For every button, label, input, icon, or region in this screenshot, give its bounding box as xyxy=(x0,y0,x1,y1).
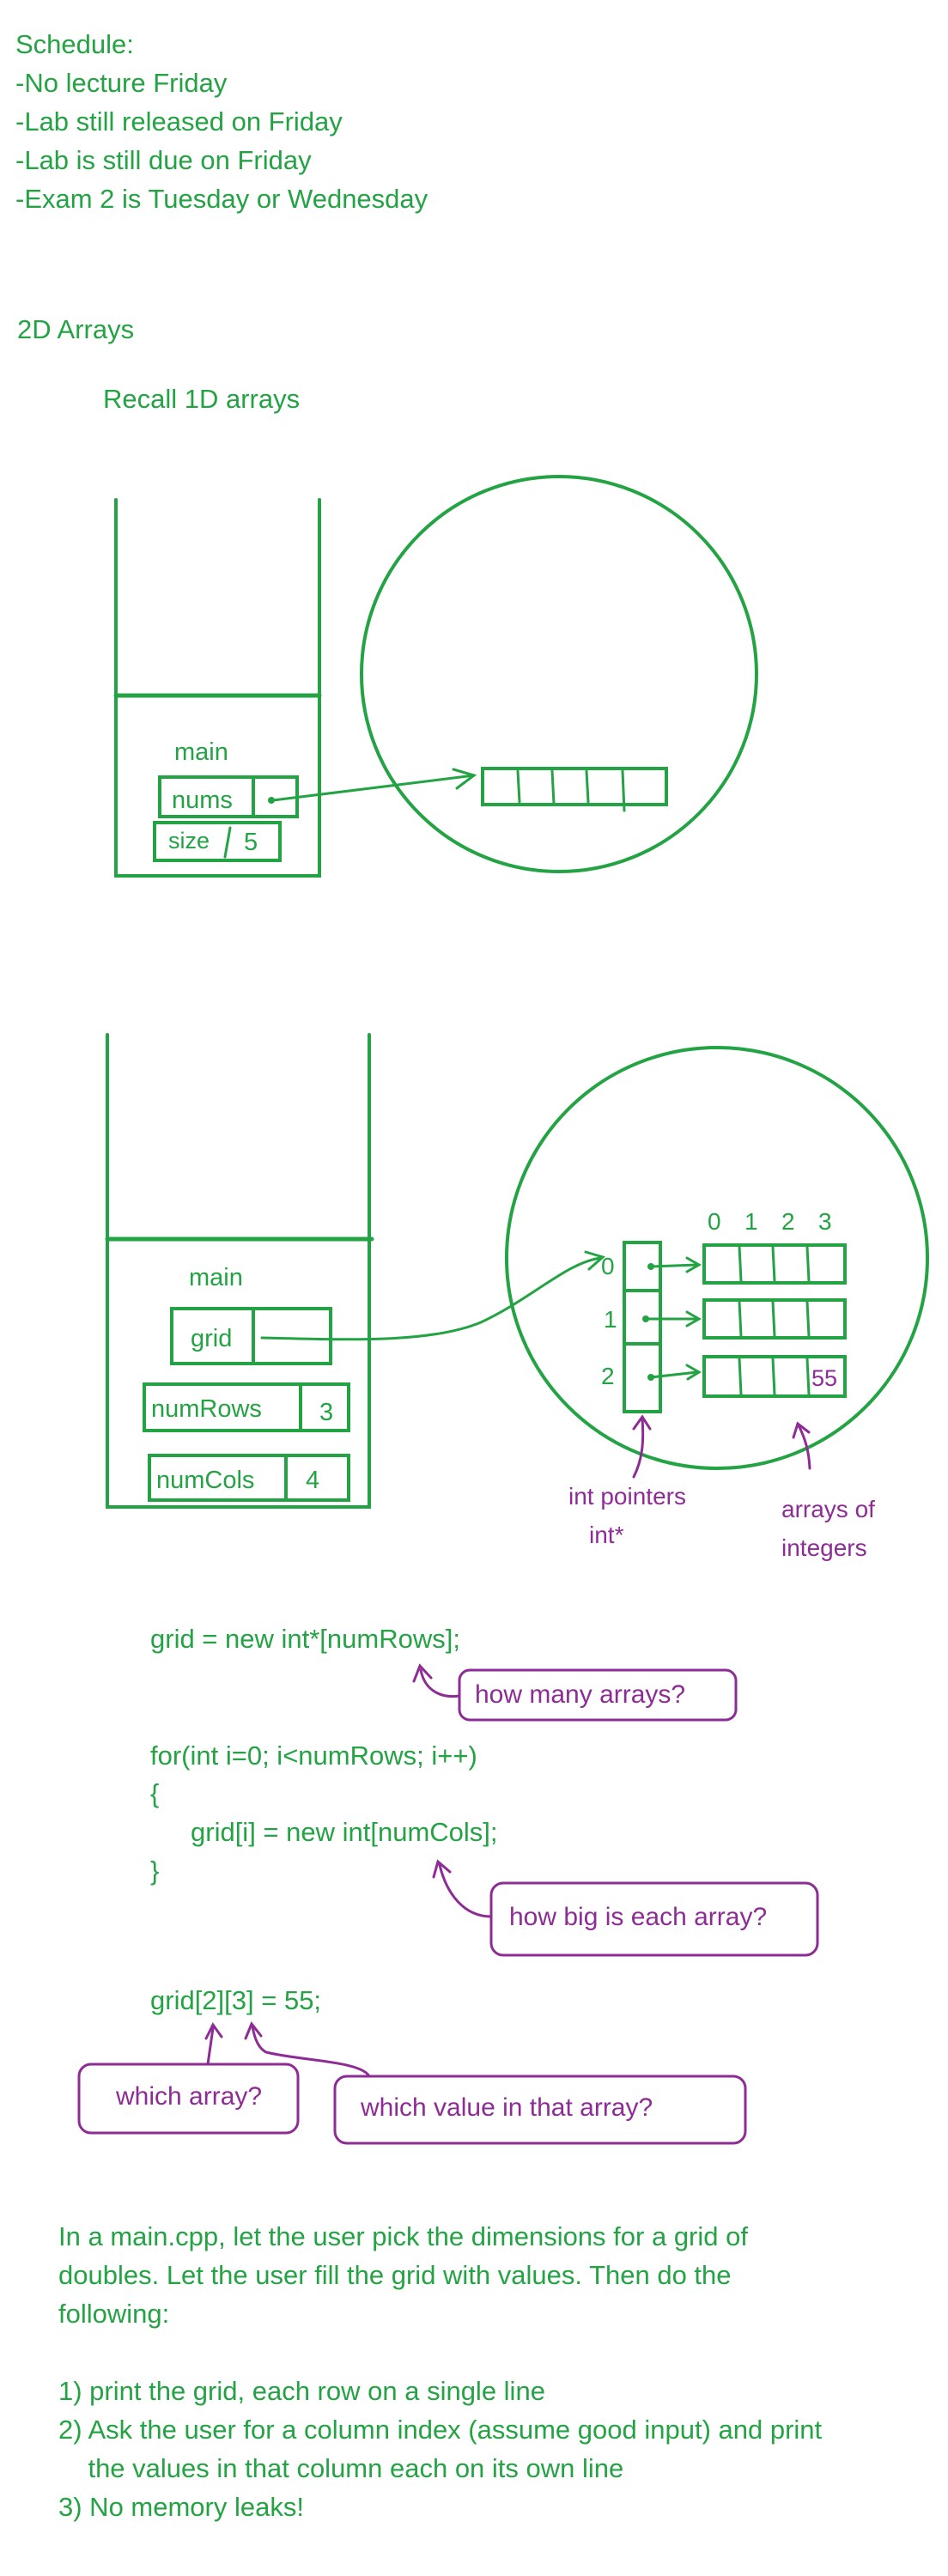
exercise-intro: In a main.cpp, let the user pick the dim… xyxy=(58,2221,748,2251)
diagram-2d-array: main grid numRows 3 numCols 4 0 1 2 3 0 … xyxy=(105,1033,929,1561)
schedule-heading: Schedule: xyxy=(15,29,134,59)
code-annotations xyxy=(77,1663,819,2145)
grid-pointer-arrow xyxy=(260,1256,603,1341)
stack-frame xyxy=(114,498,321,878)
col-index: 2 xyxy=(781,1208,795,1235)
row-array-2 xyxy=(702,1355,847,1398)
size-value: 5 xyxy=(244,829,258,856)
code-line: for(int i=0; i<numRows; i++) xyxy=(150,1741,477,1771)
exercise-step: 1) print the grid, each row on a single … xyxy=(58,2376,545,2406)
code-line: grid[i] = new int[numCols]; xyxy=(191,1817,498,1847)
numcols-value: 4 xyxy=(306,1467,319,1494)
code-line: { xyxy=(150,1778,160,1808)
arrays-label: integers xyxy=(781,1534,867,1561)
pointers-annotation-arrow xyxy=(632,1417,645,1479)
row-index: 1 xyxy=(604,1306,617,1333)
heap-circle xyxy=(360,475,758,873)
numrows-value: 3 xyxy=(319,1399,333,1426)
exercise-step: 3) No memory leaks! xyxy=(58,2492,304,2522)
frame-label: main xyxy=(189,1264,243,1291)
numcols-label: numCols xyxy=(156,1467,254,1494)
note-how-big: how big is each array? xyxy=(509,1903,768,1931)
note-how-many-arrays: how many arrays? xyxy=(475,1680,686,1709)
grid-box xyxy=(170,1307,332,1365)
note-which-value: which value in that array? xyxy=(361,2093,653,2122)
frame-label: main xyxy=(174,738,228,766)
exercise-intro: following: xyxy=(58,2299,170,2329)
grid-label: grid xyxy=(191,1325,232,1352)
row-array-1 xyxy=(702,1298,847,1340)
exercise-step: 2) Ask the user for a column index (assu… xyxy=(58,2415,823,2445)
row-index: 0 xyxy=(601,1253,615,1279)
size-label: size xyxy=(168,828,210,854)
note-box xyxy=(77,2063,300,2135)
schedule-item: -Exam 2 is Tuesday or Wednesday xyxy=(15,184,428,214)
code-line: } xyxy=(150,1856,160,1886)
pointer-array xyxy=(623,1241,662,1413)
exercise-intro: doubles. Let the user fill the grid with… xyxy=(58,2260,732,2290)
col-index: 3 xyxy=(818,1208,832,1235)
heap-circle xyxy=(505,1046,929,1470)
array-1d xyxy=(481,767,668,806)
col-index: 1 xyxy=(744,1208,758,1235)
cell-value: 55 xyxy=(811,1365,837,1391)
numrows-box xyxy=(143,1382,350,1432)
numrows-label: numRows xyxy=(151,1395,262,1423)
schedule-item: -Lab is still due on Friday xyxy=(15,145,312,175)
arrays-label: arrays of xyxy=(781,1496,875,1522)
note-which-array: which array? xyxy=(116,2082,263,2111)
diagram-1d-array: main nums size 5 xyxy=(113,475,758,878)
schedule-item: -Lab still released on Friday xyxy=(15,106,343,137)
nums-label: nums xyxy=(172,787,233,814)
note-box xyxy=(489,1881,819,1957)
note-box xyxy=(333,2075,747,2145)
pointers-label: int* xyxy=(589,1522,624,1548)
section-title: 2D Arrays xyxy=(17,314,135,344)
arrays-annotation-arrow xyxy=(797,1424,811,1470)
code-line: grid[2][3] = 55; xyxy=(150,1985,322,2015)
schedule-item: -No lecture Friday xyxy=(15,68,228,98)
stack-frame xyxy=(106,1033,371,1509)
numcols-box xyxy=(148,1454,350,1502)
row-index: 2 xyxy=(601,1363,615,1389)
pointers-label: int pointers xyxy=(568,1483,686,1510)
exercise-step: the values in that column each on its ow… xyxy=(58,2453,624,2483)
size-box xyxy=(153,821,282,862)
recall-label: Recall 1D arrays xyxy=(103,384,301,414)
code-line: grid = new int*[numRows]; xyxy=(150,1624,460,1654)
pointer-arrow xyxy=(271,774,476,802)
row-array-0 xyxy=(702,1243,847,1285)
col-index: 0 xyxy=(708,1208,721,1235)
